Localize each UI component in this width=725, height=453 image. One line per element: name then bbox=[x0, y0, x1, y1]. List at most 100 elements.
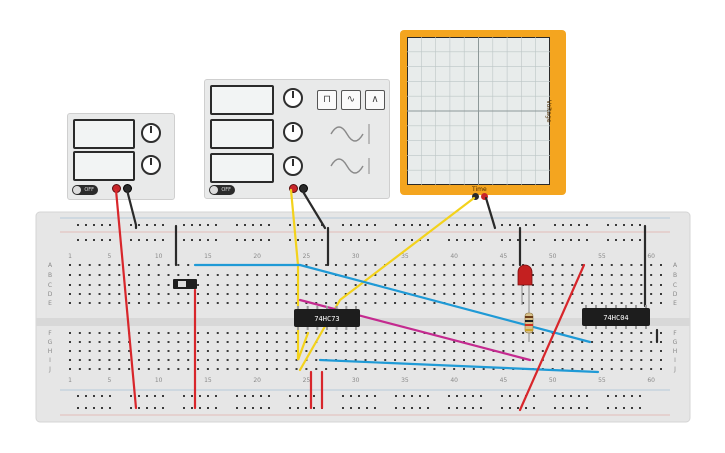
breadboard-hole[interactable] bbox=[275, 350, 278, 352]
breadboard-hole[interactable] bbox=[600, 332, 603, 334]
rail-hole[interactable] bbox=[289, 395, 291, 397]
rail-hole[interactable] bbox=[586, 224, 588, 226]
breadboard-hole[interactable] bbox=[167, 368, 170, 370]
rail-hole[interactable] bbox=[419, 395, 421, 397]
rail-hole[interactable] bbox=[374, 395, 376, 397]
breadboard-hole[interactable] bbox=[216, 332, 219, 334]
rail-hole[interactable] bbox=[448, 395, 450, 397]
rail-hole[interactable] bbox=[101, 407, 103, 409]
scope-ground-wire[interactable] bbox=[484, 196, 497, 230]
breadboard-hole[interactable] bbox=[463, 359, 465, 361]
breadboard-hole[interactable] bbox=[128, 264, 131, 266]
breadboard-hole[interactable] bbox=[453, 341, 456, 343]
rail-hole[interactable] bbox=[411, 224, 413, 226]
rail-hole[interactable] bbox=[215, 395, 217, 397]
rail-hole[interactable] bbox=[366, 395, 368, 397]
breadboard-hole[interactable] bbox=[216, 274, 219, 276]
breadboard-hole[interactable] bbox=[118, 350, 121, 352]
rail-hole[interactable] bbox=[448, 224, 450, 226]
breadboard-hole[interactable] bbox=[610, 293, 613, 295]
breadboard-hole[interactable] bbox=[403, 350, 406, 352]
breadboard-hole[interactable] bbox=[394, 264, 397, 266]
breadboard-hole[interactable] bbox=[197, 359, 200, 361]
breadboard-hole[interactable] bbox=[246, 341, 249, 343]
breadboard-hole[interactable] bbox=[197, 341, 200, 343]
rail-hole[interactable] bbox=[570, 407, 572, 409]
breadboard-hole[interactable] bbox=[571, 274, 574, 276]
breadboard-hole[interactable] bbox=[167, 284, 170, 286]
rail-hole[interactable] bbox=[154, 395, 156, 397]
rail-hole[interactable] bbox=[297, 395, 299, 397]
breadboard-hole[interactable] bbox=[413, 274, 416, 276]
breadboard-hole[interactable] bbox=[384, 359, 387, 361]
breadboard-hole[interactable] bbox=[147, 264, 150, 266]
breadboard-hole[interactable] bbox=[236, 368, 239, 370]
breadboard-hole[interactable] bbox=[216, 368, 219, 370]
breadboard-hole[interactable] bbox=[561, 368, 564, 370]
breadboard-hole[interactable] bbox=[69, 359, 71, 361]
breadboard-hole[interactable] bbox=[177, 264, 180, 266]
breadboard-hole[interactable] bbox=[423, 350, 426, 352]
rail-hole[interactable] bbox=[562, 224, 564, 226]
rail-hole[interactable] bbox=[554, 224, 556, 226]
breadboard-hole[interactable] bbox=[610, 332, 613, 334]
breadboard-hole[interactable] bbox=[187, 302, 190, 304]
oscilloscope[interactable]: Voltage Time bbox=[400, 30, 566, 200]
rail-hole[interactable] bbox=[448, 407, 450, 409]
rail-hole[interactable] bbox=[533, 239, 535, 241]
breadboard-hole[interactable] bbox=[403, 284, 406, 286]
breadboard-hole[interactable] bbox=[433, 274, 436, 276]
breadboard-hole[interactable] bbox=[275, 293, 278, 295]
breadboard-hole[interactable] bbox=[522, 341, 525, 343]
breadboard-hole[interactable] bbox=[226, 293, 229, 295]
breadboard-hole[interactable] bbox=[374, 341, 377, 343]
rail-hole[interactable] bbox=[525, 239, 527, 241]
rail-hole[interactable] bbox=[268, 224, 270, 226]
breadboard-hole[interactable] bbox=[374, 274, 377, 276]
rail-hole[interactable] bbox=[509, 239, 511, 241]
breadboard-hole[interactable] bbox=[88, 284, 91, 286]
breadboard-hole[interactable] bbox=[453, 293, 456, 295]
breadboard-hole[interactable] bbox=[640, 332, 643, 334]
rail-hole[interactable] bbox=[268, 239, 270, 241]
breadboard-hole[interactable] bbox=[315, 332, 318, 334]
rail-hole[interactable] bbox=[509, 224, 511, 226]
breadboard-hole[interactable] bbox=[463, 284, 465, 286]
breadboard-hole[interactable] bbox=[453, 302, 456, 304]
breadboard-hole[interactable] bbox=[433, 341, 436, 343]
breadboard-hole[interactable] bbox=[522, 302, 525, 304]
breadboard-hole[interactable] bbox=[443, 264, 446, 266]
breadboard-hole[interactable] bbox=[541, 341, 544, 343]
breadboard-hole[interactable] bbox=[334, 284, 337, 286]
breadboard-hole[interactable] bbox=[403, 332, 406, 334]
breadboard-hole[interactable] bbox=[206, 293, 209, 295]
breadboard-hole[interactable] bbox=[492, 368, 495, 370]
breadboard-hole[interactable] bbox=[285, 302, 288, 304]
breadboard-hole[interactable] bbox=[531, 350, 534, 352]
rail-hole[interactable] bbox=[236, 395, 238, 397]
breadboard-hole[interactable] bbox=[344, 293, 347, 295]
breadboard-hole[interactable] bbox=[512, 264, 515, 266]
rail-hole[interactable] bbox=[260, 239, 262, 241]
rail-hole[interactable] bbox=[456, 224, 458, 226]
breadboard-hole[interactable] bbox=[98, 332, 101, 334]
rail-hole[interactable] bbox=[427, 395, 429, 397]
rail-hole[interactable] bbox=[215, 239, 217, 241]
rail-hole[interactable] bbox=[607, 239, 609, 241]
rail-hole[interactable] bbox=[501, 224, 503, 226]
rail-hole[interactable] bbox=[427, 224, 429, 226]
rail-hole[interactable] bbox=[480, 395, 482, 397]
rail-hole[interactable] bbox=[199, 407, 201, 409]
breadboard-hole[interactable] bbox=[512, 284, 515, 286]
breadboard-hole[interactable] bbox=[541, 332, 544, 334]
breadboard-hole[interactable] bbox=[453, 368, 456, 370]
breadboard-hole[interactable] bbox=[177, 341, 180, 343]
rail-hole[interactable] bbox=[313, 395, 315, 397]
breadboard-hole[interactable] bbox=[433, 284, 436, 286]
rail-hole[interactable] bbox=[358, 395, 360, 397]
rail-hole[interactable] bbox=[631, 407, 633, 409]
breadboard-hole[interactable] bbox=[630, 359, 633, 361]
breadboard-hole[interactable] bbox=[640, 274, 643, 276]
breadboard-hole[interactable] bbox=[433, 293, 436, 295]
breadboard-hole[interactable] bbox=[531, 359, 534, 361]
